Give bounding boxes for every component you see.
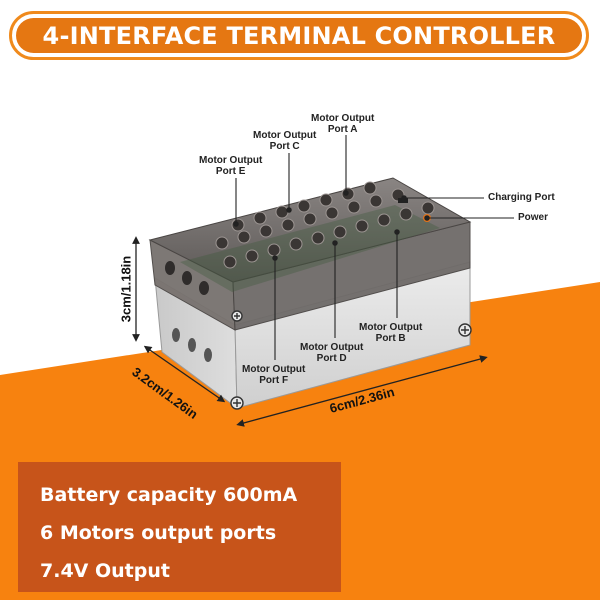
port-b-label-line2: Port B bbox=[375, 333, 406, 344]
charging-port-label: Charging Port bbox=[488, 192, 555, 203]
port-a-label: Motor Output Port A bbox=[311, 113, 374, 135]
callout-lines bbox=[233, 135, 514, 360]
port-d-label: Motor Output Port D bbox=[300, 342, 363, 364]
specs-panel: Battery capacity 600mA 6 Motors output p… bbox=[18, 462, 341, 592]
title-banner: 4-INTERFACE TERMINAL CONTROLLER bbox=[9, 11, 589, 60]
port-c-label: Motor Output Port C bbox=[253, 130, 316, 152]
port-f-label-line2: Port F bbox=[259, 375, 289, 386]
motor-port-sockets bbox=[215, 181, 435, 269]
spec-output-voltage: 7.4V Output bbox=[40, 560, 170, 582]
port-e-label-line2: Port E bbox=[215, 166, 246, 177]
port-e-label: Motor Output Port E bbox=[199, 155, 262, 177]
port-f-label-line1: Motor Output bbox=[242, 364, 306, 375]
power-label: Power bbox=[518, 212, 549, 223]
port-c-label-line1: Motor Output bbox=[253, 130, 317, 141]
circuit-board bbox=[180, 205, 440, 292]
port-f-label: Motor Output Port F bbox=[242, 364, 305, 386]
spec-motor-ports: 6 Motors output ports bbox=[40, 522, 277, 544]
port-d-label-line2: Port D bbox=[316, 353, 347, 364]
title-banner-fill: 4-INTERFACE TERMINAL CONTROLLER bbox=[16, 18, 582, 53]
port-d-label-line1: Motor Output bbox=[300, 342, 364, 353]
port-b-label: Motor Output Port B bbox=[359, 322, 422, 344]
dimension-arrows bbox=[132, 236, 488, 427]
port-a-label-line2: Port A bbox=[327, 124, 358, 135]
height-dimension-label: 3cm/1.18in bbox=[118, 255, 134, 323]
port-e-label-line1: Motor Output bbox=[199, 155, 263, 166]
spec-battery: Battery capacity 600mA bbox=[40, 484, 298, 506]
port-b-label-line1: Motor Output bbox=[359, 322, 423, 333]
port-c-label-line2: Port C bbox=[269, 141, 300, 152]
page-title: 4-INTERFACE TERMINAL CONTROLLER bbox=[42, 21, 556, 50]
port-a-label-line1: Motor Output bbox=[311, 113, 375, 124]
